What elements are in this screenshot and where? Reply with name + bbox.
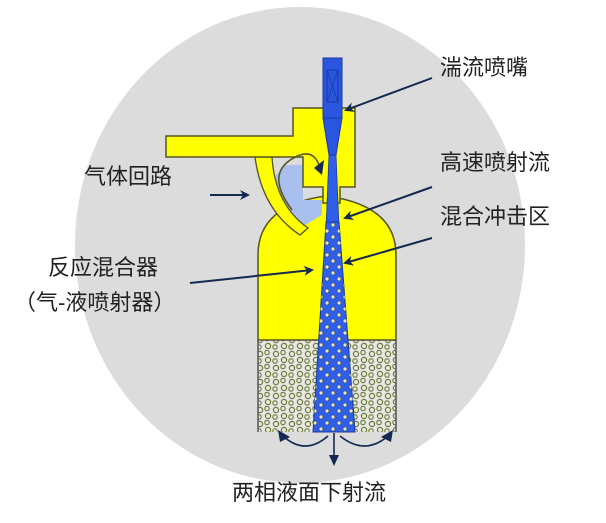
jet-plume [312,221,356,433]
label-gas-loop: 气体回路 [84,165,173,190]
outflow-arrowhead-right [381,430,393,442]
mixing-zone-pointer [343,237,433,266]
label-reactor-mixer-line1: 反应混合器 [48,256,159,281]
header-block [165,107,356,204]
swirl-nozzle [322,57,343,156]
reactor-mixer-pointer [189,265,314,284]
swirl-nozzle-pointer [344,77,433,112]
outflow-arrows [282,433,389,457]
label-high-speed-jet: 高速喷射流 [440,151,551,176]
label-mixing-impact-zone: 混合冲击区 [440,205,551,230]
gas-loop-pipe [254,156,310,236]
label-swirl-nozzle: 湍流喷嘴 [440,56,529,81]
label-two-phase-submerged-jet: 两相液面下射流 [232,481,387,506]
high-speed-jet-pointer [343,186,433,221]
gas-recirculation-arrow [277,153,321,211]
recirculation-arrowhead [314,160,324,175]
outflow-arrowhead-left [278,430,290,442]
label-reactor-mixer-line2: （气-液喷射器） [14,291,176,316]
outflow-arrowhead-down [329,455,339,466]
